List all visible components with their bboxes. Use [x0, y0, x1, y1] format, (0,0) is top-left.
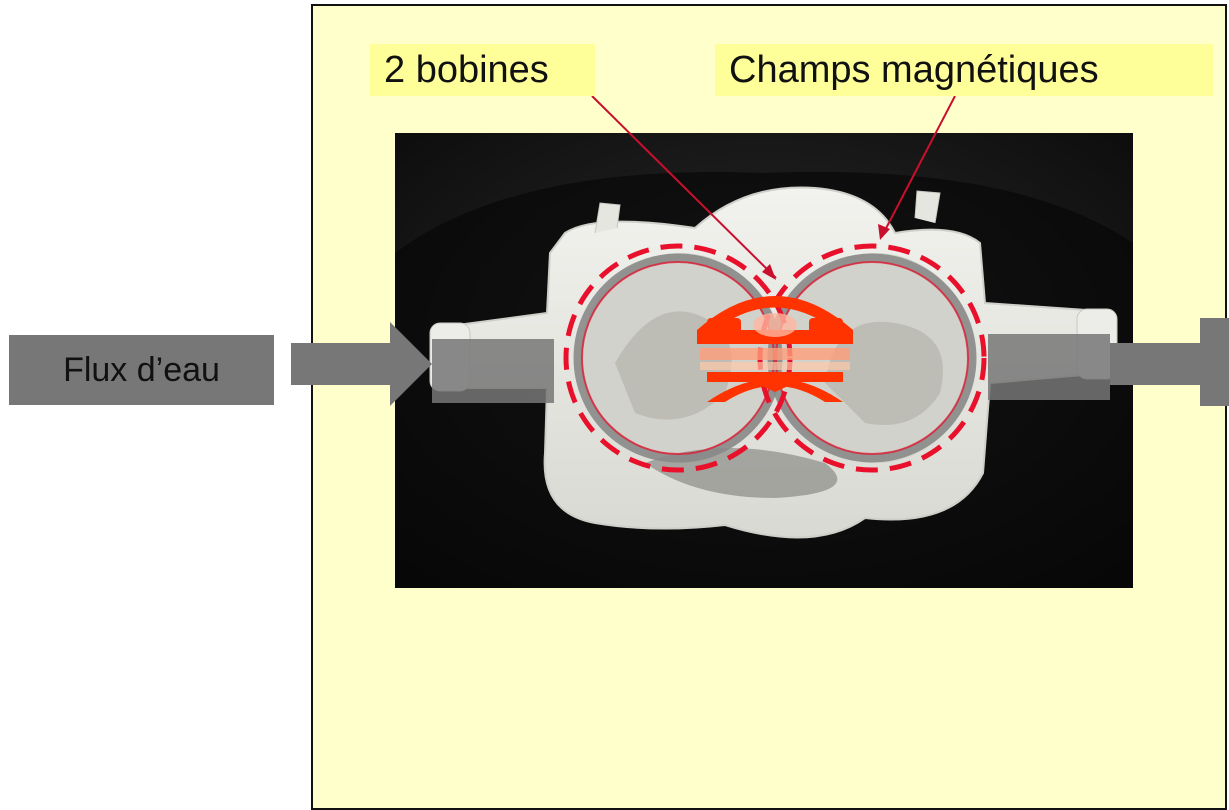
magnetic-fields-callout-text: Champs magnétiques — [729, 49, 1099, 91]
flow-bar-left — [432, 339, 554, 403]
outflow-arrow — [1110, 318, 1229, 406]
magnetic-field-symbol — [697, 296, 853, 402]
coils-callout: 2 bobines — [370, 44, 595, 96]
coils-callout-text: 2 bobines — [384, 49, 549, 91]
champs-leader-line — [882, 96, 955, 236]
magnetic-fields-callout: Champs magnétiques — [715, 44, 1213, 96]
inflow-arrow — [291, 322, 432, 406]
champs-leader-arrowhead — [878, 224, 890, 240]
flow-bar-right — [988, 334, 1110, 400]
bobines-leader-line — [592, 96, 776, 278]
